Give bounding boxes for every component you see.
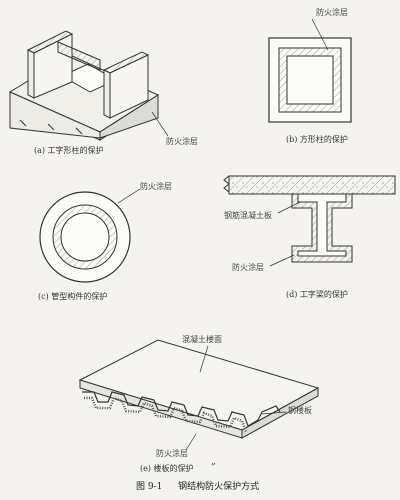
panel-c-caption: (c) 管型构件的保护: [38, 292, 108, 301]
panel-d-slab-leader: [277, 201, 301, 214]
panel-a-coating-label: 防火涂层: [166, 137, 198, 146]
figure-title-text: 钢结构防火保护方式: [178, 482, 260, 492]
panel-d-slab-label: 钢筋混凝土板: [224, 211, 272, 220]
panel-e-coating-label: 防火涂层: [156, 449, 188, 458]
panel-b-caption: (b) 方形柱的保护: [286, 135, 348, 144]
panel-e-concrete-leader: [199, 345, 209, 373]
panel-e-concrete-label: 混凝土楼面: [182, 335, 222, 344]
panel-c-coating-label: 防火涂层: [140, 182, 172, 191]
panel-d-coating-label: 防火涂层: [232, 263, 264, 272]
panel-b-square-column: [268, 37, 352, 123]
panel-e-coating-leader: [185, 433, 197, 451]
panel-a-leader: [151, 111, 169, 137]
figure-title: 图 9-1 钢结构防火保护方式: [136, 483, 259, 492]
figure-number: 图 9-1: [136, 482, 163, 492]
panel-e-deck-leader: [261, 411, 287, 415]
panel-e-caption: (e) 楼板的保护: [140, 464, 194, 473]
panel-a-caption: (a) 工字形柱的保护: [34, 146, 104, 155]
panel-d-caption: (d) 工字梁的保护: [286, 290, 348, 299]
panel-d-i-beam: [223, 175, 396, 263]
panel-a-i-column: [8, 30, 160, 141]
panel-e-deck-label: 钢楼板: [288, 406, 312, 415]
panel-b-leader: [311, 18, 329, 51]
stray-mark: ”: [211, 463, 216, 473]
panel-c-tube: [39, 191, 131, 283]
panel-e-deck-floor: [78, 339, 320, 439]
panel-b-coating-label: 防火涂层: [316, 8, 348, 17]
panel-d-coating-leader: [269, 254, 295, 267]
panel-c-leader: [117, 188, 141, 204]
